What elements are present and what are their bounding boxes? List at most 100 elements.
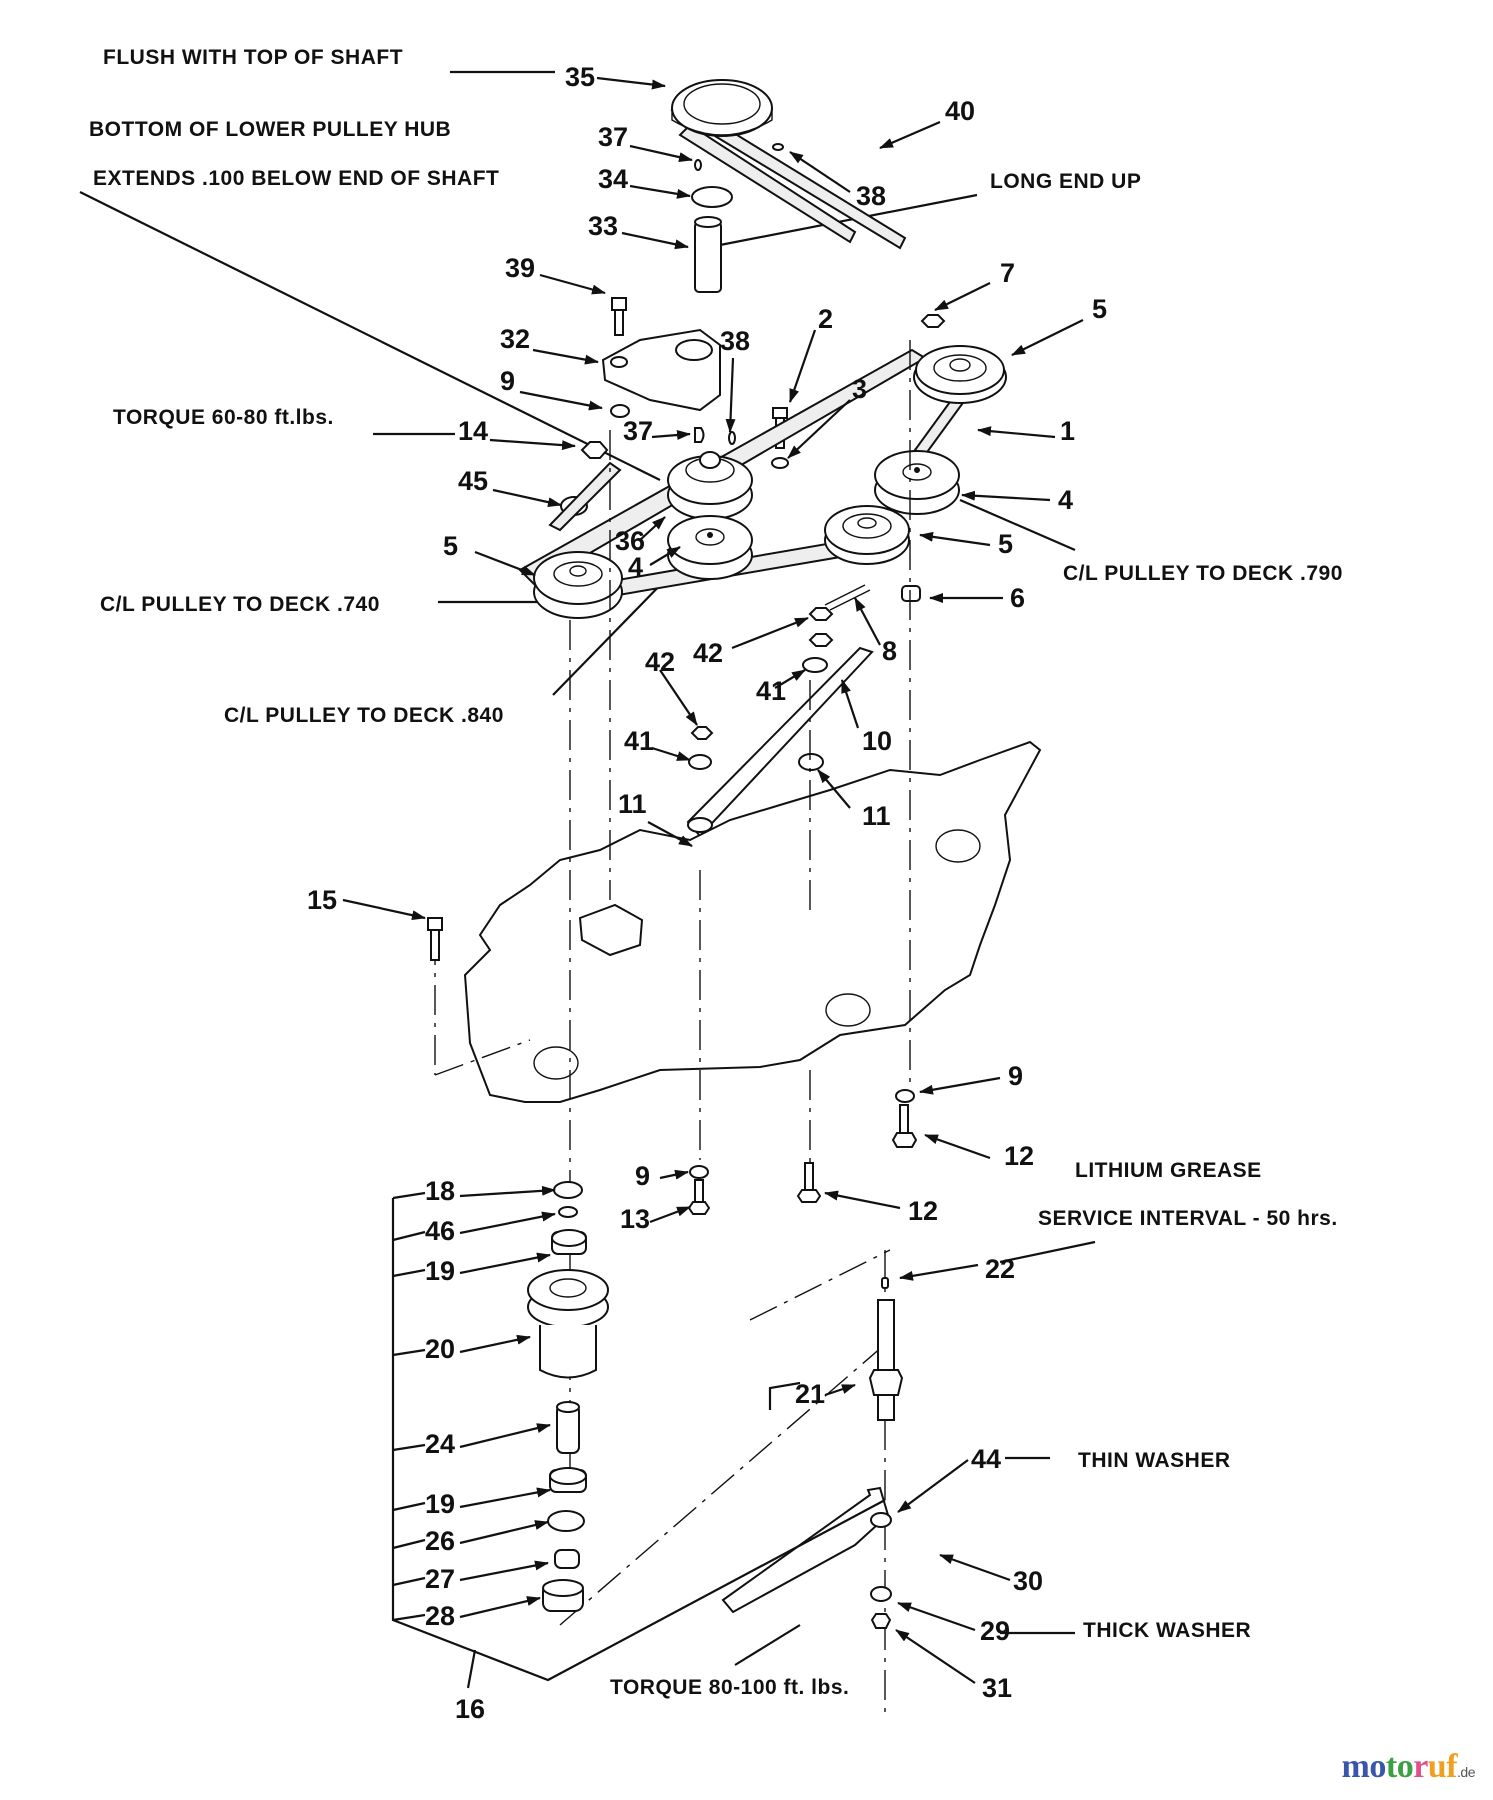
spindle-housing-20 [527,1269,609,1379]
leader-arrow-14 [489,438,576,451]
callout-number-9: 9 [635,1161,650,1191]
callout-number-24: 24 [425,1429,455,1459]
nut-14 [580,441,609,459]
bolt-12-right [891,1104,918,1148]
note-lithium-grease: LITHIUM GREASE [1075,1159,1262,1182]
spacer-24 [556,1401,580,1454]
deck-hole-right [935,829,981,863]
washer-41-left [688,754,712,770]
watermark-letter: f [1446,1748,1458,1785]
bearing-19-top [551,1229,587,1255]
note-hub-2: EXTENDS .100 BELOW END OF SHAFT [93,167,499,190]
blade-30 [721,1486,890,1614]
leader-arrow-8 [854,597,881,646]
leader-arrow-26 [459,1520,549,1545]
spindle-shaft-21 [868,1299,904,1421]
bolt-15 [427,917,443,961]
callout-number-11: 11 [618,789,647,819]
bolt-13 [687,1179,711,1215]
leader-arrow-35 [596,76,666,90]
watermark-logo: motoruf.de [1342,1748,1476,1786]
deck-mount-bracket [578,903,644,957]
callout-number-14: 14 [458,416,488,446]
leader-arrow-32 [532,348,599,365]
pulley-4-center [667,515,753,580]
watermark-letter: t [1385,1748,1397,1785]
leader-arrow-45 [492,488,562,508]
idler-arm-10 [686,646,874,838]
leader-arrow-42 [659,669,698,726]
leader-arrow-12 [924,1133,991,1160]
callout-number-1: 1 [1060,416,1075,446]
leader-arrow-37 [629,144,693,163]
callout-number-34: 34 [598,164,628,194]
washer-46 [558,1206,578,1218]
pulley-5-left [533,551,623,619]
washer-3 [771,457,789,469]
note-thin-washer: THIN WASHER [1078,1449,1231,1472]
deck-hole-center [825,993,871,1027]
shaft-33 [694,216,722,293]
seal-27 [554,1549,580,1569]
callout-number-29: 29 [980,1616,1010,1646]
note-torque-60-80: TORQUE 60-80 ft.lbs. [113,406,334,429]
snap-ring-26 [547,1510,585,1532]
leader-arrow-41 [651,746,691,762]
nut-7 [920,314,946,328]
callout-number-4: 4 [1058,485,1073,515]
leader-arrow-34 [629,184,691,199]
leader-arrow-31 [895,1629,976,1684]
nut-42-mid [808,633,834,647]
leader-arrow-10 [840,679,860,729]
spacer-11-right [798,753,824,771]
callout-number-21: 21 [795,1379,825,1409]
leader-arrow-41 [774,669,806,689]
callout-number-35: 35 [565,62,595,92]
watermark-letter: r [1413,1748,1428,1785]
callout-number-42: 42 [645,647,675,677]
callout-number-42: 42 [693,638,723,668]
leader-arrow-30 [939,1553,1011,1582]
callout-number-39: 39 [505,253,535,283]
spring-8 [824,584,871,611]
leader-arrow-4 [649,546,681,566]
key-37-part [694,159,702,171]
callout-number-9: 9 [500,366,515,396]
leader-arrow-9 [919,1076,1001,1095]
callout-number-18: 18 [425,1176,455,1206]
leader-arrow-11 [647,821,693,847]
grease-fitting-22 [881,1277,889,1289]
watermark-letter: o [1396,1748,1414,1785]
leader-arrow-1 [977,426,1056,439]
washer-9 [610,404,630,418]
callout-number-16: 16 [455,1694,485,1724]
key-37b [694,427,705,443]
callout-number-22: 22 [985,1254,1015,1284]
pulley-5-right-bottom [824,505,910,565]
note-long-end-up: LONG END UP [990,170,1141,193]
leader-arrow-2 [788,329,817,403]
leader-arrow-40 [879,120,941,150]
callout-number-9: 9 [1008,1061,1023,1091]
cup-28 [542,1579,584,1612]
callout-number-32: 32 [500,324,530,354]
idler-bracket-32 [601,328,721,412]
callout-number-11: 11 [862,801,891,831]
leader-arrow-38 [789,151,851,193]
callout-number-27: 27 [425,1564,455,1594]
upper-pulley-and-belt [670,79,907,250]
callout-number-5: 5 [998,529,1013,559]
leader-arrow-9 [519,390,603,411]
pulley-5-right-top [913,345,1007,404]
callout-number-28: 28 [425,1601,455,1631]
leader-arrow-4 [961,490,1051,502]
pulley-4-right [874,450,960,515]
callout-number-38: 38 [856,181,886,211]
note-flush: FLUSH WITH TOP OF SHAFT [103,46,403,69]
thick-washer-29 [870,1586,892,1602]
leader-arrow-42 [731,616,809,650]
washer-41-right [802,657,828,673]
leader-arrow-15 [342,898,426,921]
callout-number-45: 45 [458,466,488,496]
